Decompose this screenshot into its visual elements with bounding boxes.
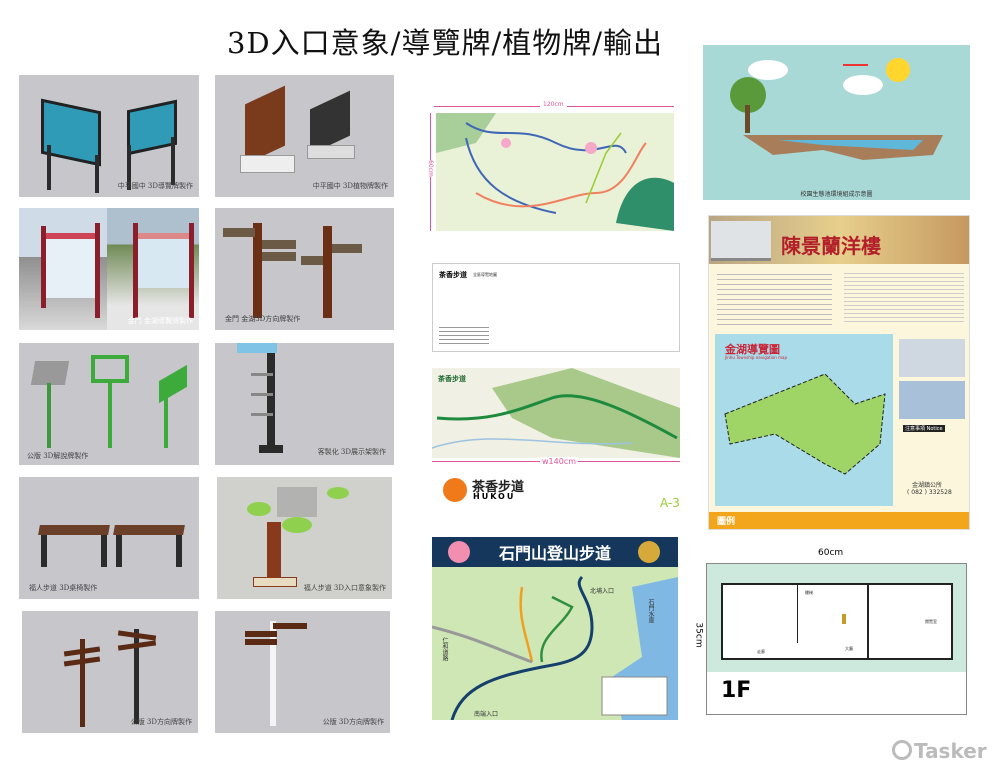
sign-post <box>127 145 131 190</box>
panel-direction-sign-3d: 公版 3D方向牌製作 <box>215 611 390 733</box>
tea-subtitle: 全區導覽地圖 <box>473 272 497 277</box>
tea-logo-name: 茶香步道 <box>472 480 525 495</box>
tea-map-title: 茶香步道 <box>438 375 466 383</box>
poster-legend-label: 圖例 <box>717 517 736 527</box>
tea-logo-en: HUKOU <box>473 492 516 501</box>
guide-board <box>45 233 95 298</box>
panel-direction-sign-3d: 公版 3D方向牌製作 <box>22 611 198 733</box>
sign-post <box>171 137 175 185</box>
tea-logo-mark <box>443 478 467 502</box>
sign-base <box>307 145 355 159</box>
room-label: 樓梯 <box>805 590 813 595</box>
panel-caption: 金門 金湖導覽牌製作 <box>127 317 193 325</box>
watermark: Tasker <box>914 739 987 763</box>
floorplan-width-label: 60cm <box>818 548 844 558</box>
room-label: 走廊 <box>757 649 765 654</box>
map-trail-guide <box>436 113 674 231</box>
room-label: 閱覽室 <box>925 619 937 624</box>
poster-map-subtitle: Jinhu Township navigation map <box>725 355 788 360</box>
poster-notice: 注意事項 Notice <box>903 425 945 432</box>
panel-caption: 福人步道 3D桌椅製作 <box>29 584 98 592</box>
sign-post <box>47 145 51 190</box>
panel-interpretive-sign-3d: 公版 3D解說牌製作 <box>19 343 199 465</box>
eco-caption: 校園生態池環境組成示意圖 <box>800 191 873 198</box>
panel-caption: 公版 3D解說牌製作 <box>27 452 89 460</box>
tea-blank-sheet: 茶香步道 全區導覽地圖 <box>432 263 680 352</box>
page-title: 3D入口意象/導覽牌/植物牌/輸出 <box>226 26 663 60</box>
panel-caption: 中平國中 3D導覽牌製作 <box>117 182 193 190</box>
map1-height-label: 60cm <box>426 160 434 177</box>
tasker-logo-icon <box>892 740 912 760</box>
panel-jinhu-direction-3d: 金門 金湖3D方向牌製作 <box>215 208 394 330</box>
panel-table-chair-3d: 福人步道 3D桌椅製作 <box>19 477 199 599</box>
panel-caption: 客製化 3D展示架製作 <box>317 448 386 456</box>
floorplan-height-label: 35cm <box>693 622 704 648</box>
chen-jinglan-poster: 陳景蘭洋樓 金湖導覽圖 Jinhu Township navigation ma… <box>708 215 970 530</box>
panel-caption: 公版 3D方向牌製作 <box>322 718 384 726</box>
eco-pond-diagram: 校園生態池環境組成示意圖 <box>703 45 970 200</box>
floor-plan-sign: 走廊 大廳 閱覽室 樓梯 1F <box>706 563 967 715</box>
map-label: 石門水庫 <box>647 599 654 623</box>
tea-title: 茶香步道 <box>439 271 467 279</box>
shimen-trail-map: 石門山登山步道 北埔入口 南端入口 石門水庫 仁和道路 <box>432 537 678 720</box>
panel-caption: 福人步道 3D入口意象製作 <box>303 584 386 592</box>
map-label: 南端入口 <box>474 711 499 718</box>
poster-office: 金湖鎮公所 <box>912 482 943 489</box>
poster-title: 陳景蘭洋樓 <box>781 234 881 258</box>
panel-jinhu-guide-photo: 金門 金湖導覽牌製作 <box>19 208 199 330</box>
room-label: 大廳 <box>845 646 853 651</box>
poster-phone: ( 082 ) 332528 <box>907 489 952 496</box>
tea-trail-map: 茶香步道 <box>432 368 680 458</box>
poster-map-title: 金湖導覽圖 <box>725 343 780 356</box>
floor-number: 1F <box>721 678 752 703</box>
panel-caption: 金門 金湖3D方向牌製作 <box>225 315 301 323</box>
panel-plant-sign-3d: 中平國中 3D植物牌製作 <box>215 75 394 197</box>
panel-caption: 公版 3D方向牌製作 <box>130 718 192 726</box>
plant-sign <box>245 85 285 165</box>
map-label: 北埔入口 <box>590 588 615 595</box>
map-label: 仁和道路 <box>441 637 448 661</box>
panel-caption: 中平國中 3D植物牌製作 <box>312 182 388 190</box>
panel-display-rack-3d: 客製化 3D展示架製作 <box>215 343 394 465</box>
guide-board <box>137 233 189 288</box>
sign-post <box>95 155 99 193</box>
shimen-title: 石門山登山步道 <box>498 544 611 563</box>
map1-width-label: 120cm <box>540 101 567 108</box>
tea-sheet-number: A-3 <box>660 496 680 510</box>
tea-width-label: w140cm <box>540 457 579 466</box>
panel-entrance-3d: 福人步道 3D入口意象製作 <box>217 477 392 599</box>
sign-base <box>240 155 295 173</box>
sign-board <box>127 99 177 156</box>
panel-guide-sign-3d: 中平國中 3D導覽牌製作 <box>19 75 199 197</box>
